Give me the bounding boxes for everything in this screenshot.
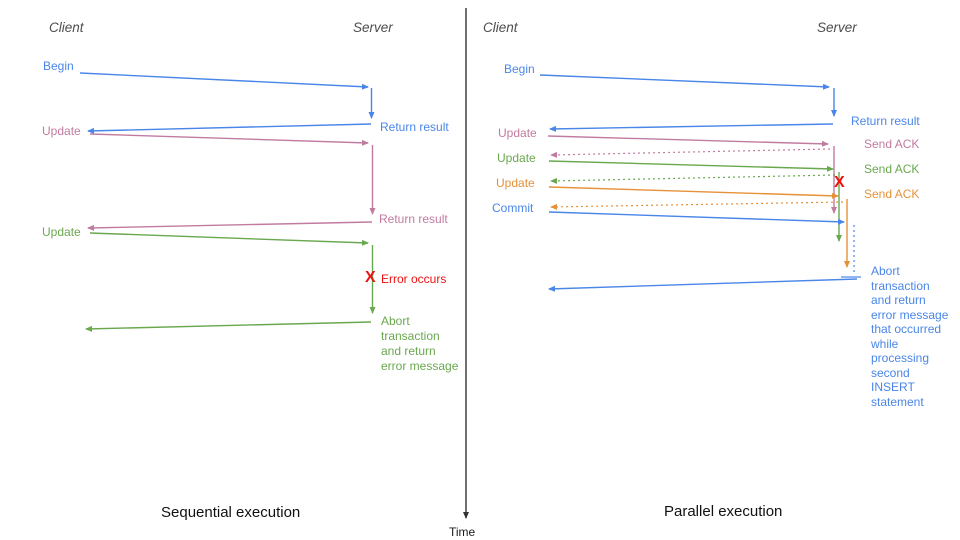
right-ack2-dotted-arrow bbox=[550, 174, 836, 184]
right-commit-request-arrow bbox=[548, 211, 845, 225]
right-send-ack-label-3: Send ACK bbox=[864, 187, 920, 201]
right-update3-request-arrow bbox=[548, 186, 839, 199]
right-abort-message: Abort transaction and return error messa… bbox=[871, 264, 949, 409]
left-return-result-label-2: Return result bbox=[379, 212, 448, 226]
right-update-label-1: Update bbox=[498, 126, 537, 140]
left-update-request-arrow bbox=[89, 133, 369, 146]
left-abort-message: Abort transaction and return error messa… bbox=[381, 314, 459, 373]
left-update-label-1: Update bbox=[42, 124, 81, 138]
left-return-result-arrow-1 bbox=[87, 123, 372, 134]
right-server-header: Server bbox=[817, 20, 857, 35]
time-axis-label: Time bbox=[449, 525, 476, 539]
right-send-ack-label-2: Send ACK bbox=[864, 162, 920, 176]
right-abort-return-arrow bbox=[548, 278, 858, 292]
left-return-result-arrow-2 bbox=[87, 221, 373, 231]
right-ack3-dotted-arrow bbox=[550, 201, 844, 210]
right-begin-request-arrow bbox=[539, 74, 830, 90]
left-update-label-2: Update bbox=[42, 225, 81, 239]
left-error-x-icon: X bbox=[365, 269, 376, 286]
left-begin-label: Begin bbox=[43, 59, 74, 73]
left-abort-return-arrow bbox=[85, 321, 372, 332]
left-begin-request-arrow bbox=[79, 72, 369, 90]
right-caption-parallel-execution: Parallel execution bbox=[664, 503, 783, 520]
right-update-label-3: Update bbox=[496, 176, 535, 190]
left-return-result-label-1: Return result bbox=[380, 120, 449, 134]
left-server-header: Server bbox=[353, 20, 393, 35]
right-commit-label: Commit bbox=[492, 201, 534, 215]
left-client-header: Client bbox=[49, 20, 84, 35]
left-error-occurs-label: Error occurs bbox=[381, 272, 447, 286]
right-update2-request-arrow bbox=[548, 160, 834, 172]
right-return-result-arrow bbox=[549, 123, 834, 132]
right-client-header: Client bbox=[483, 20, 518, 35]
right-update1-request-arrow bbox=[547, 135, 829, 147]
right-error-x-icon: X bbox=[834, 174, 845, 191]
right-return-result-label: Return result bbox=[851, 114, 920, 128]
right-begin-label: Begin bbox=[504, 62, 535, 76]
left-caption-sequential-execution: Sequential execution bbox=[161, 504, 301, 521]
right-send-ack-label-1: Send ACK bbox=[864, 137, 920, 151]
left-update2-request-arrow bbox=[89, 232, 369, 246]
right-update-label-2: Update bbox=[497, 151, 536, 165]
right-ack1-dotted-arrow bbox=[550, 148, 831, 158]
